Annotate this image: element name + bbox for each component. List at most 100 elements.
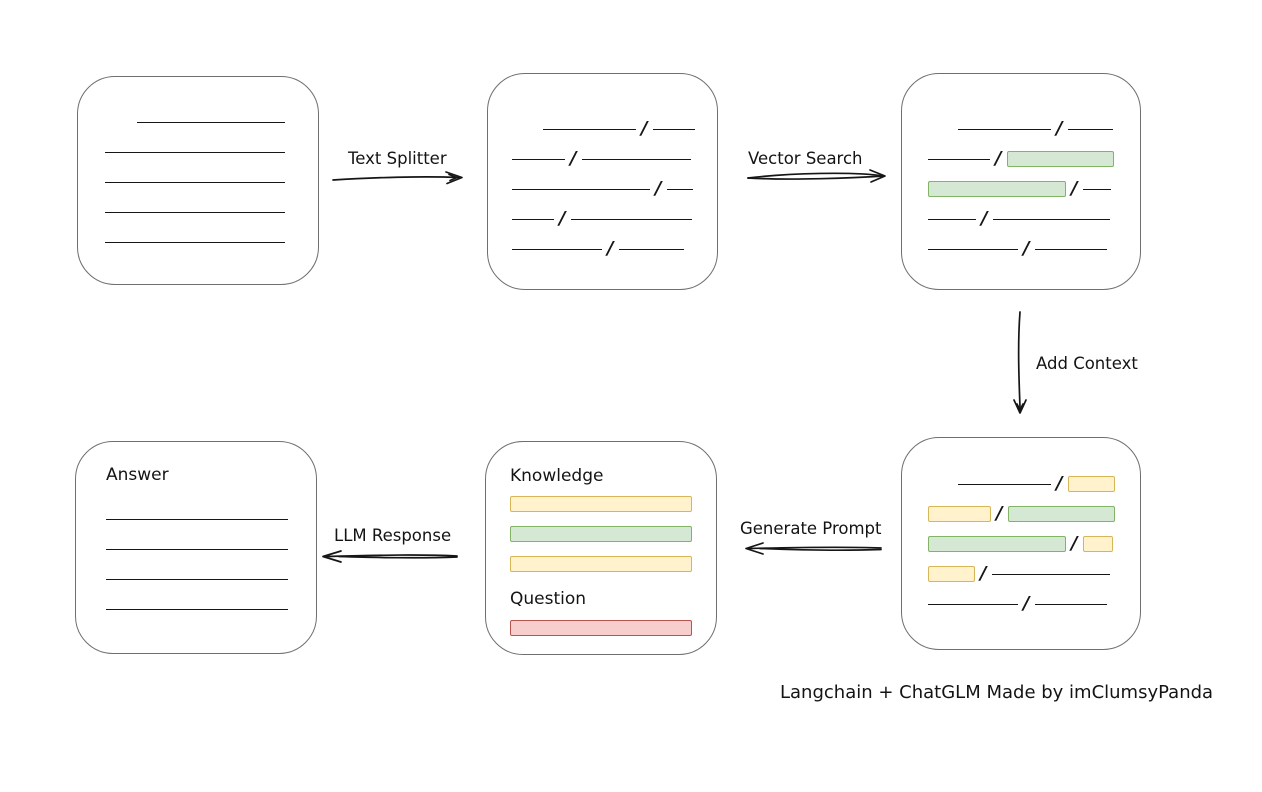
text-row: / (928, 593, 1114, 614)
text-line (928, 218, 976, 220)
text-line (106, 578, 288, 580)
text-line (1034, 603, 1107, 605)
yellow-highlight-bar (1067, 476, 1115, 492)
text-row: / (928, 533, 1114, 554)
slash-separator: / (1056, 473, 1063, 494)
text-line (105, 211, 285, 213)
yellow-highlight-bar (1082, 536, 1113, 552)
text-line (992, 218, 1110, 220)
llm-response-arrow-icon (322, 550, 458, 563)
text-row (105, 174, 291, 190)
text-line (105, 151, 285, 153)
document-box (77, 76, 319, 285)
text-line (1034, 248, 1107, 250)
slash-separator: / (996, 503, 1003, 524)
split-text-rows: / / / / / (512, 118, 695, 259)
text-line (958, 483, 1051, 485)
split-text-box: / / / / / (487, 73, 718, 290)
text-line (543, 128, 636, 130)
vector-search-label: Vector Search (748, 149, 863, 168)
text-line (928, 248, 1018, 250)
text-row (510, 526, 692, 542)
text-row: / (928, 148, 1114, 169)
text-row (510, 556, 692, 572)
text-row (105, 144, 291, 160)
green-highlight-bar (928, 181, 1066, 197)
slash-separator: / (981, 208, 988, 229)
slash-separator: / (607, 238, 614, 259)
green-highlight-bar (510, 526, 692, 542)
text-splitter-arrow-icon (332, 171, 463, 185)
text-row (106, 571, 288, 587)
slash-separator: / (1023, 593, 1030, 614)
slash-separator: / (641, 118, 648, 139)
text-line (106, 608, 288, 610)
knowledge-bars (510, 496, 692, 572)
text-row: / (543, 118, 695, 139)
slash-separator: / (1056, 118, 1063, 139)
text-line (958, 128, 1051, 130)
document-lines (105, 114, 291, 250)
text-row (510, 620, 692, 636)
text-line (105, 181, 285, 183)
yellow-highlight-bar (928, 566, 975, 582)
question-label: Question (510, 589, 587, 609)
text-row: / (928, 238, 1114, 259)
green-highlight-bar (1007, 506, 1115, 522)
vector-result-rows: / / / / / (928, 118, 1114, 259)
answer-label: Answer (106, 465, 169, 485)
text-line (1082, 188, 1111, 190)
vector-search-arrow-icon (747, 169, 886, 183)
slash-separator: / (570, 148, 577, 169)
text-line (1067, 128, 1113, 130)
text-line (581, 158, 691, 160)
text-line (618, 248, 684, 250)
text-row (510, 496, 692, 512)
generate-prompt-arrow-icon (745, 542, 882, 555)
text-line (106, 548, 288, 550)
generate-prompt-label: Generate Prompt (740, 519, 882, 538)
slash-separator: / (980, 563, 987, 584)
text-row: / (512, 148, 693, 169)
context-box: / / / / / (901, 437, 1141, 650)
yellow-highlight-bar (510, 556, 692, 572)
text-row (137, 114, 291, 130)
green-highlight-bar (1006, 151, 1114, 167)
yellow-highlight-bar (928, 506, 991, 522)
add-context-label: Add Context (1036, 354, 1138, 373)
red-highlight-bar (510, 620, 692, 636)
slash-separator: / (655, 178, 662, 199)
text-row (106, 601, 288, 617)
slash-separator: / (1071, 533, 1078, 554)
text-row: / (928, 503, 1115, 524)
slash-separator: / (559, 208, 566, 229)
slash-separator: / (1023, 238, 1030, 259)
text-line (928, 603, 1018, 605)
text-row (106, 541, 288, 557)
text-row (105, 204, 291, 220)
answer-lines (106, 511, 288, 617)
text-row: / (512, 238, 693, 259)
text-line (991, 573, 1110, 575)
text-line (666, 188, 693, 190)
text-line (570, 218, 692, 220)
text-row: / (928, 208, 1114, 229)
question-bar (510, 620, 692, 636)
text-splitter-label: Text Splitter (348, 149, 447, 168)
answer-box: Answer (75, 441, 317, 654)
caption: Langchain + ChatGLM Made by imClumsyPand… (780, 682, 1214, 703)
text-row (106, 511, 288, 527)
text-row: / (928, 180, 1114, 198)
slash-separator: / (995, 148, 1002, 169)
text-row: / (928, 563, 1114, 584)
text-line (512, 158, 565, 160)
text-row: / (958, 118, 1114, 139)
text-row: / (512, 178, 693, 199)
text-line (137, 121, 285, 123)
llm-response-label: LLM Response (334, 526, 452, 545)
context-rows: / / / / / (928, 473, 1115, 614)
text-row: / (512, 208, 693, 229)
prompt-box: Knowledge Question (485, 441, 717, 655)
text-line (106, 518, 288, 520)
